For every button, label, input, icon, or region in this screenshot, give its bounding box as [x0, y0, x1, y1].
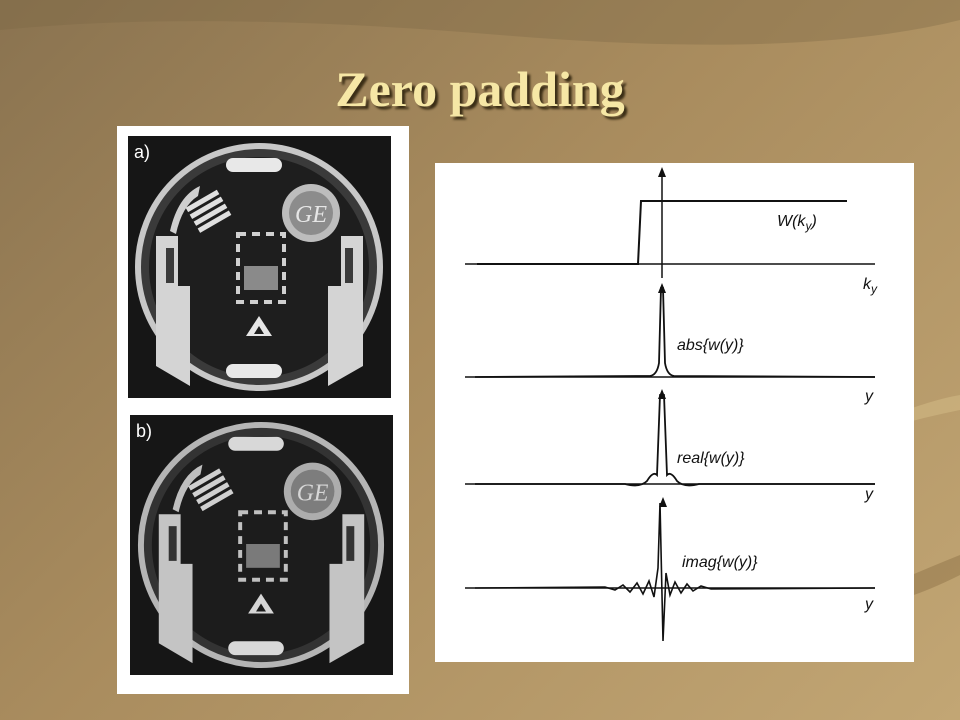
imag-curve — [474, 502, 876, 642]
axis-label-k: ky — [863, 276, 878, 296]
imag-label: imag{w(y)} — [682, 554, 758, 571]
abs-curve — [474, 287, 876, 378]
real-plot: real{w(y)} y — [465, 389, 875, 503]
window-plot: W(ky) ky — [465, 167, 878, 296]
real-label: real{w(y)} — [677, 450, 745, 467]
panel-label-a: a) — [134, 142, 151, 162]
phantom-logo-b: GE — [297, 480, 329, 506]
abs-label: abs{w(y)} — [677, 337, 744, 354]
axis-label-y2: y — [864, 486, 874, 503]
slide-title: Zero padding — [335, 61, 625, 117]
axis-label-y1: y — [864, 388, 874, 405]
signal-plots-panel: W(ky) ky abs{w(y)} y real{w(y)} y — [435, 163, 914, 662]
panel-label-b: b) — [136, 421, 153, 441]
imag-plot: imag{w(y)} y — [465, 497, 876, 642]
mri-image-panel: GE a) GE — [117, 126, 409, 694]
phantom-logo: GE — [295, 202, 327, 228]
phantom-image-a: GE a) — [128, 136, 391, 398]
abs-plot: abs{w(y)} y — [465, 283, 876, 405]
axis-label-y3: y — [864, 596, 874, 613]
phantom-image-b: GE b) — [130, 415, 393, 675]
window-label: W(ky) — [777, 213, 817, 233]
real-curve — [475, 394, 875, 487]
window-function-line — [477, 200, 847, 265]
